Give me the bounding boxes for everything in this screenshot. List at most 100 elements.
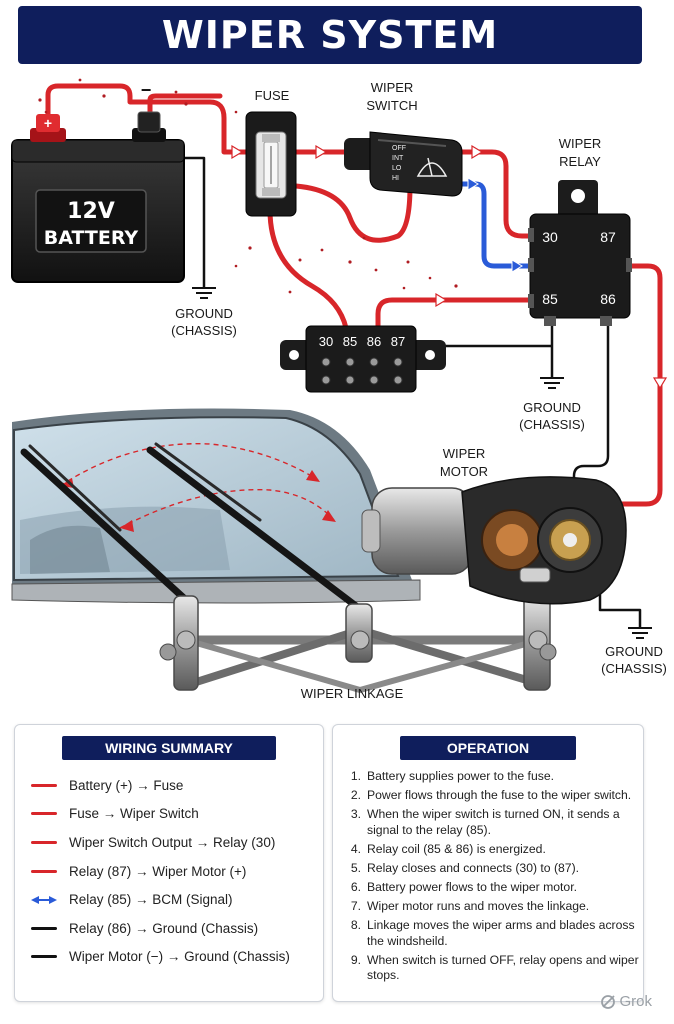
wiring-summary-text: Wiper Motor (−) → Ground (Chassis) (69, 949, 290, 965)
operation-step-text: When switch is turned OFF, relay opens a… (367, 952, 639, 983)
brand-watermark: Grok (600, 993, 652, 1010)
relay-pin-86: 86 (600, 291, 616, 307)
connector-pin-87: 87 (391, 334, 405, 349)
operation-step: 9. When switch is turned OFF, relay opens… (341, 953, 641, 984)
operation-step-number: 8. (350, 918, 361, 933)
operation-card: OPERATION 1.Battery supplies power to th… (332, 724, 644, 1002)
negative-terminal: − (132, 80, 166, 142)
wiring-summary-item: Fuse → Wiper Switch (31, 800, 290, 829)
arrow-icon (652, 377, 668, 390)
wire-relay-to-motor-ground (572, 322, 610, 490)
arrow-icon (315, 144, 328, 160)
operation-step-text: Wiper motor runs and moves the linkage. (367, 899, 590, 914)
wiring-summary-item: Relay (87) → Wiper Motor (+) (31, 857, 290, 886)
wiring-summary-item: Wiper Motor (−) → Ground (Chassis) (31, 943, 290, 972)
arrow-icon (435, 292, 448, 308)
connector-pin-85: 85 (343, 334, 357, 349)
arrow-icon (471, 144, 484, 160)
wire-switch-to-relay (457, 149, 533, 239)
ground-label-1-l2: (CHASSIS) (171, 323, 237, 338)
wiring-summary-text: Battery (+) → Fuse (69, 777, 184, 793)
operation-step-number: 6. (350, 879, 361, 894)
wire-switch-loop (293, 183, 413, 243)
wiring-summary-text: Relay (87) → Wiper Motor (+) (69, 863, 247, 879)
switch-pos-int: INT (392, 155, 404, 162)
wire-fuse-to-connector (267, 207, 349, 331)
wiper-sweep-paths (59, 442, 335, 529)
ground-label-3-l2: (CHASSIS) (601, 661, 667, 676)
wiper-linkage (159, 595, 557, 694)
relay-label-1: WIPER (559, 136, 602, 151)
wire-connector-to-relay (375, 297, 533, 331)
ground-label-1-l1: GROUND (175, 306, 233, 321)
wire-blue-bcm (459, 181, 533, 269)
wiper-symbol-icon (416, 157, 448, 177)
operation-step: 3. When the wiper switch is turned ON, it… (341, 807, 641, 838)
operation-step-number: 9. (350, 952, 361, 967)
wiring-diagram: 12V BATTERY + − FUSE OFF INT LO HI W (11, 78, 668, 701)
relay-pin-87: 87 (600, 229, 616, 245)
operation-step-text: When the wiper switch is turned ON, it s… (367, 807, 620, 837)
wire-battery-top (147, 93, 223, 121)
operation-step: 8. Linkage moves the wiper arms and blade… (341, 918, 641, 949)
operation-step: 2.Power flows through the fuse to the wi… (341, 788, 641, 804)
ground-label-2-l2: (CHASSIS) (519, 417, 585, 432)
operation-step: 1.Battery supplies power to the fuse. (341, 769, 641, 785)
brand-name: Grok (619, 993, 652, 1010)
battery-voltage: 12V (67, 199, 115, 224)
fuse-holder (245, 111, 297, 217)
page-title: WIPER SYSTEM (18, 6, 642, 64)
relay-label-2: RELAY (559, 154, 601, 169)
wiring-summary-item: Battery (+) → Fuse (31, 771, 290, 800)
positive-terminal: + (30, 114, 66, 142)
wiper-arms (20, 442, 360, 610)
wiper-motor (361, 476, 627, 605)
operation-step-number: 3. (350, 807, 361, 822)
ground-icon (540, 377, 564, 389)
blue-wire-swatch (31, 895, 57, 904)
arrow-icon (511, 259, 523, 273)
ground-icon (628, 627, 652, 639)
positive-sign: + (44, 115, 52, 131)
operation-step-number: 4. (350, 841, 361, 856)
wiring-summary-text: Wiper Switch Output → Relay (30) (69, 834, 276, 850)
switch-label-2: SWITCH (366, 98, 417, 113)
switch-label-1: WIPER (371, 80, 414, 95)
connector-block: 30 85 86 87 (280, 325, 446, 393)
operation-heading: OPERATION (400, 736, 576, 760)
red-wire-swatch (31, 869, 57, 873)
operation-step-text: Battery supplies power to the fuse. (367, 769, 554, 783)
relay-pin-30: 30 (542, 229, 558, 245)
linkage-label: WIPER LINKAGE (301, 686, 404, 701)
operation-step-text: Power flows through the fuse to the wipe… (367, 788, 632, 803)
operation-step-text: Relay coil (85 & 86) is energized. (367, 841, 546, 856)
ground-label-3-l1: GROUND (605, 644, 663, 659)
spark-dots (38, 78, 458, 294)
car-windshield (11, 408, 421, 604)
arrow-icon (231, 144, 244, 160)
relay-pin-85: 85 (542, 291, 558, 307)
red-wire-swatch (31, 812, 57, 816)
operation-step-text: Linkage moves the wiper arms and blades … (367, 918, 635, 948)
switch-pos-lo: LO (392, 165, 402, 172)
battery: 12V BATTERY + − (11, 80, 185, 283)
black-wire-swatch (31, 926, 57, 930)
negative-sign: − (141, 80, 152, 100)
wire-arrows (231, 144, 668, 390)
ground-label-2-l1: GROUND (523, 400, 581, 415)
wiring-summary-item: Relay (86) → Ground (Chassis) (31, 914, 290, 943)
wiper-relay: 30 87 85 86 (528, 180, 632, 326)
operation-steps: 1.Battery supplies power to the fuse. 2.P… (341, 769, 641, 987)
wiring-summary-heading: WIRING SUMMARY (62, 736, 276, 760)
red-wire-swatch (31, 783, 57, 787)
operation-step: 7.Wiper motor runs and moves the linkage… (341, 899, 641, 915)
black-wire-swatch (31, 955, 57, 959)
operation-step: 5.Relay closes and connects (30) to (87)… (341, 861, 641, 877)
wiper-switch: OFF INT LO HI (344, 131, 463, 197)
operation-step: 4. Relay coil (85 & 86) is energized. (341, 842, 641, 858)
switch-pos-off: OFF (392, 145, 406, 152)
grok-logo-icon (601, 994, 616, 1009)
operation-step-text: Relay closes and connects (30) to (87). (367, 860, 580, 875)
red-wire-swatch (31, 840, 57, 844)
operation-step-text: Battery power flows to the wiper motor. (367, 879, 577, 894)
